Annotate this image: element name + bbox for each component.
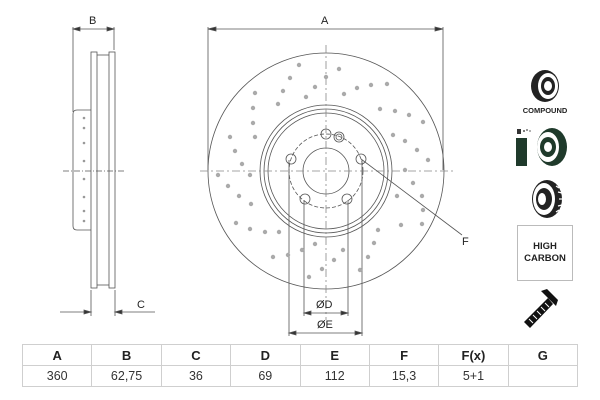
spec-value-b: 62,75 — [91, 365, 162, 387]
spec-value-d: 69 — [230, 365, 301, 387]
coated-disc-icon — [516, 128, 567, 166]
drill-holes — [215, 62, 431, 280]
label-f: F — [462, 236, 469, 248]
spec-value-fx: 5+1 — [438, 365, 509, 387]
spec-header-b: B — [91, 344, 162, 366]
compound-disc-icon — [531, 70, 559, 102]
spec-value-f: 15,3 — [368, 365, 440, 387]
spec-value-a: 360 — [21, 365, 93, 387]
label-c: C — [137, 299, 145, 311]
compound-label: COMPOUND — [522, 106, 568, 115]
spec-header-e: E — [299, 344, 370, 366]
spec-value-g — [507, 365, 579, 387]
spec-value-c: 36 — [160, 365, 232, 387]
high-carbon-badge: HIGH CARBON — [517, 225, 573, 281]
screw-icon — [524, 289, 558, 328]
high-carbon-line1: HIGH — [533, 241, 557, 252]
spec-table: A B C D E F F(x) G 360 62,75 36 69 112 1… — [21, 344, 579, 387]
spec-header-d: D — [230, 344, 301, 366]
spec-header-c: C — [160, 344, 232, 366]
high-carbon-line2: CARBON — [524, 253, 566, 264]
spec-header-row: A B C D E F F(x) G — [21, 344, 579, 366]
spec-header-g: G — [507, 344, 579, 366]
spec-header-fx: F(x) — [438, 344, 509, 366]
spec-value-e: 112 — [299, 365, 370, 387]
label-a: A — [321, 15, 329, 27]
side-view — [60, 26, 155, 316]
spec-header-f: F — [368, 344, 440, 366]
spec-header-a: A — [21, 344, 93, 366]
spec-value-row: 360 62,75 36 69 112 15,3 5+1 — [21, 365, 579, 387]
front-view — [200, 26, 463, 336]
label-b: B — [89, 15, 96, 27]
label-d: ØD — [316, 299, 333, 311]
label-e: ØE — [317, 319, 333, 331]
ventilated-disc-icon — [532, 180, 563, 218]
technical-drawing: B C — [60, 15, 567, 336]
